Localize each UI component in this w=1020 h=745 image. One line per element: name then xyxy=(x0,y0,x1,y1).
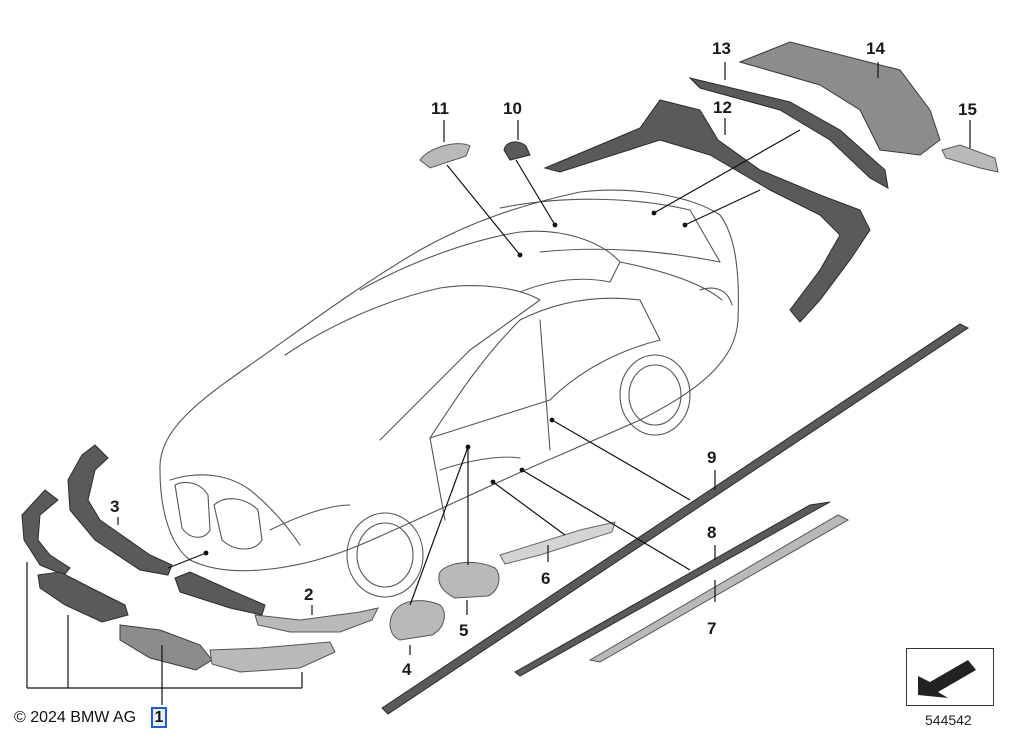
callout-5[interactable]: 5 xyxy=(459,621,468,640)
view-reference-box xyxy=(906,648,994,706)
part-1-side-flap xyxy=(21,489,71,576)
callout-15[interactable]: 15 xyxy=(958,100,977,119)
part-6-door-sill-plate xyxy=(499,521,616,565)
callout-1-selected[interactable]: 1 xyxy=(150,707,168,728)
callout-10[interactable]: 10 xyxy=(503,99,522,118)
part-12-rear-diffuser xyxy=(543,99,871,323)
part-1-splitter-right xyxy=(209,641,336,673)
diagram-number: 544542 xyxy=(925,712,972,728)
callout-6[interactable]: 6 xyxy=(541,569,550,588)
copyright-text: © 2024 BMW AG xyxy=(14,709,137,726)
part-9-side-sill-strip xyxy=(381,323,969,715)
callout-8[interactable]: 8 xyxy=(707,523,716,542)
leader-lines xyxy=(26,62,971,705)
part-2-front-lip-right xyxy=(254,607,379,633)
callout-14[interactable]: 14 xyxy=(866,39,885,58)
callout-3[interactable]: 3 xyxy=(110,497,119,516)
part-10-antenna-cover xyxy=(503,141,531,161)
callout-7[interactable]: 7 xyxy=(707,619,716,638)
callout-9[interactable]: 9 xyxy=(707,448,716,467)
part-2-front-lip-left xyxy=(174,571,266,616)
callout-11[interactable]: 11 xyxy=(431,99,449,118)
part-15-trim-piece xyxy=(941,144,999,173)
copyright-line: © 2024 BMW AG 1 xyxy=(14,707,168,728)
callout-13[interactable]: 13 xyxy=(712,39,731,58)
car-outline xyxy=(159,189,739,598)
part-11-roof-cap xyxy=(419,143,471,169)
part-5-mirror-cap xyxy=(438,562,500,599)
part-7-side-trim xyxy=(588,514,850,663)
arrow-icon xyxy=(918,660,976,698)
part-4-mirror-cap xyxy=(389,600,445,641)
callout-2[interactable]: 2 xyxy=(304,585,313,604)
callout-12[interactable]: 12 xyxy=(713,98,732,117)
part-1-splitter-left xyxy=(37,571,129,623)
part-13-rear-lip-spoiler xyxy=(688,77,889,189)
part-3-side-air-duct xyxy=(67,444,173,576)
part-14-trunk-spoiler xyxy=(738,41,941,156)
callout-4[interactable]: 4 xyxy=(402,660,412,679)
part-1-splitter-center xyxy=(119,624,213,671)
part-8-side-stripe xyxy=(514,501,831,677)
